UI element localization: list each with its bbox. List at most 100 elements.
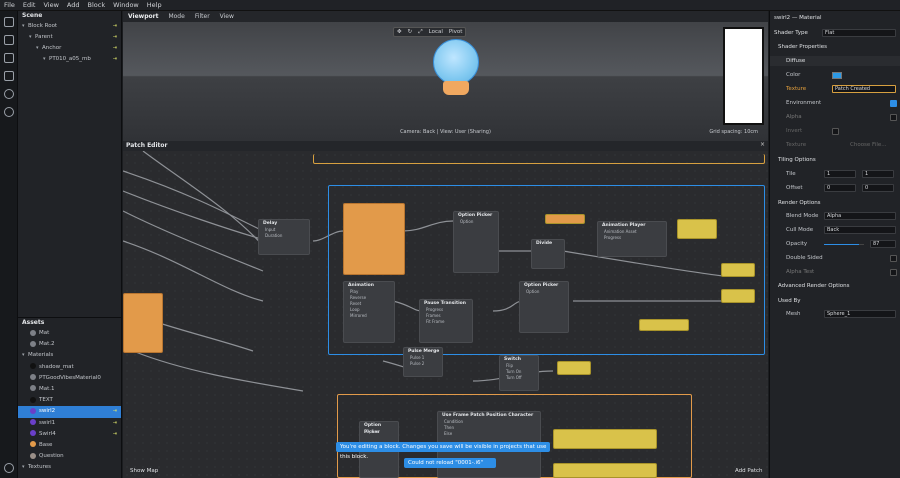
double-sided-checkbox[interactable] (890, 254, 897, 262)
close-icon[interactable]: × (759, 141, 765, 148)
node-port[interactable]: Loop (350, 307, 360, 312)
offset-y-input[interactable]: 0 (862, 184, 894, 192)
node-port[interactable]: Input (265, 227, 276, 232)
yellow-output-node-4[interactable] (639, 319, 689, 331)
add-patch-button[interactable]: Add Patch (735, 468, 763, 474)
capture-icon[interactable] (4, 71, 14, 81)
globe-base-object[interactable] (443, 81, 469, 95)
tiling-options-header[interactable]: Tiling Options (778, 157, 816, 163)
layers-icon[interactable] (4, 35, 14, 45)
yellow-output-node-6[interactable] (553, 429, 657, 449)
pivot-toggle[interactable]: Pivot (448, 29, 463, 35)
chevron-down-icon[interactable]: ▾ (22, 352, 25, 359)
asset-item[interactable]: swirl1⇥ (18, 418, 121, 429)
menu-file[interactable]: File (4, 1, 15, 9)
node-port[interactable]: Then (444, 425, 454, 430)
asset-item[interactable]: swirl2⇥ (18, 406, 121, 418)
color-swatch[interactable] (832, 71, 842, 79)
node-port[interactable]: Condition (444, 419, 464, 424)
shader-type-select[interactable]: Flat (822, 29, 896, 37)
scene-tree-item[interactable]: ▾Anchor⇥ (18, 43, 121, 54)
group-tapin-ctrl[interactable] (328, 185, 765, 355)
snow-globe-object[interactable] (433, 39, 479, 85)
node-port[interactable]: Option (366, 429, 380, 434)
settings-icon[interactable] (4, 463, 14, 473)
asset-item[interactable]: Base (18, 440, 121, 451)
viewport-tab-mode[interactable]: Mode (168, 13, 185, 20)
used-by-header[interactable]: Used By (778, 298, 801, 304)
node-divide[interactable]: Divide (531, 239, 565, 269)
scale-icon[interactable]: ⤢ (418, 28, 423, 35)
node-port[interactable]: Flip (506, 363, 514, 368)
asset-folder[interactable]: ▾Materials (18, 350, 121, 361)
asset-item[interactable]: Mat.2 (18, 339, 121, 350)
chevron-down-icon[interactable]: ▾ (22, 23, 25, 29)
orange-patch-left[interactable] (123, 293, 163, 353)
chevron-down-icon[interactable]: ▾ (29, 34, 32, 40)
opacity-slider-track[interactable] (824, 243, 864, 245)
yellow-output-node-3[interactable] (721, 289, 755, 303)
node-port[interactable]: Reverse (350, 295, 367, 300)
node-port[interactable]: Animation Asset (604, 229, 637, 234)
asset-item[interactable]: Question (18, 451, 121, 462)
show-map-button[interactable]: Show Map (130, 468, 159, 474)
asset-item[interactable]: Mat (18, 328, 121, 339)
alpha-test-checkbox[interactable] (890, 268, 897, 276)
scene-icon[interactable] (4, 17, 14, 27)
menu-window[interactable]: Window (113, 1, 139, 9)
node-port[interactable]: Turn On (506, 369, 522, 374)
asset-item[interactable]: PTGoodVibesMaterial0 (18, 373, 121, 384)
node-port[interactable]: Option (460, 219, 474, 224)
viewport-tab-viewport[interactable]: Viewport (128, 13, 159, 20)
render-options-header[interactable]: Render Options (778, 200, 821, 206)
environment-checkbox[interactable] (890, 99, 897, 107)
node-port[interactable]: Progress (426, 307, 444, 312)
rotate-icon[interactable]: ↻ (407, 29, 413, 35)
yellow-output-node-2[interactable] (721, 263, 755, 277)
shader-properties-header[interactable]: Shader Properties (778, 44, 828, 50)
chevron-down-icon[interactable]: ▾ (22, 464, 25, 471)
menu-view[interactable]: View (43, 1, 59, 9)
local-toggle[interactable]: Local (428, 29, 443, 35)
node-port[interactable]: Duration (265, 233, 283, 238)
node-port[interactable]: Pulse 2 (410, 361, 425, 366)
chevron-down-icon[interactable]: ▾ (43, 56, 46, 62)
asset-folder[interactable]: ▾Textures (18, 462, 121, 473)
patch-editor[interactable]: Patch Editor (123, 141, 768, 478)
node-port[interactable] (532, 253, 564, 259)
node-port[interactable]: Frames (426, 313, 441, 318)
monitor-icon[interactable] (4, 53, 14, 63)
orange-patch-block[interactable] (343, 203, 405, 275)
orange-tag-node[interactable] (545, 214, 585, 224)
node-port[interactable]: Pulse 1 (410, 355, 425, 360)
cull-mode-select[interactable]: Back (824, 226, 896, 234)
alpha-checkbox[interactable] (890, 113, 897, 121)
node-port[interactable] (454, 243, 498, 249)
node-port[interactable]: Progress (604, 235, 622, 240)
invert-checkbox[interactable] (832, 127, 839, 135)
node-port[interactable]: Turn Off (506, 375, 522, 380)
yellow-output-node-1[interactable] (677, 219, 717, 239)
node-port[interactable]: Reset (350, 301, 362, 306)
asset-item[interactable]: Swirl4⇥ (18, 429, 121, 440)
scene-tree-item[interactable]: ▾Block Root⇥ (18, 21, 121, 32)
viewport-tab-view[interactable]: View (219, 13, 234, 20)
node-port[interactable]: Option (526, 289, 540, 294)
chevron-down-icon[interactable]: ▾ (36, 45, 39, 51)
asset-item[interactable]: shadow_mat (18, 362, 121, 373)
menu-help[interactable]: Help (146, 1, 162, 9)
menu-block[interactable]: Block (87, 1, 106, 9)
scene-tree-item[interactable]: ▾Parent⇥ (18, 32, 121, 43)
scene-tree-item[interactable]: ▾PT010_a05_mb⇥ (18, 54, 121, 65)
node-port[interactable] (520, 307, 568, 313)
